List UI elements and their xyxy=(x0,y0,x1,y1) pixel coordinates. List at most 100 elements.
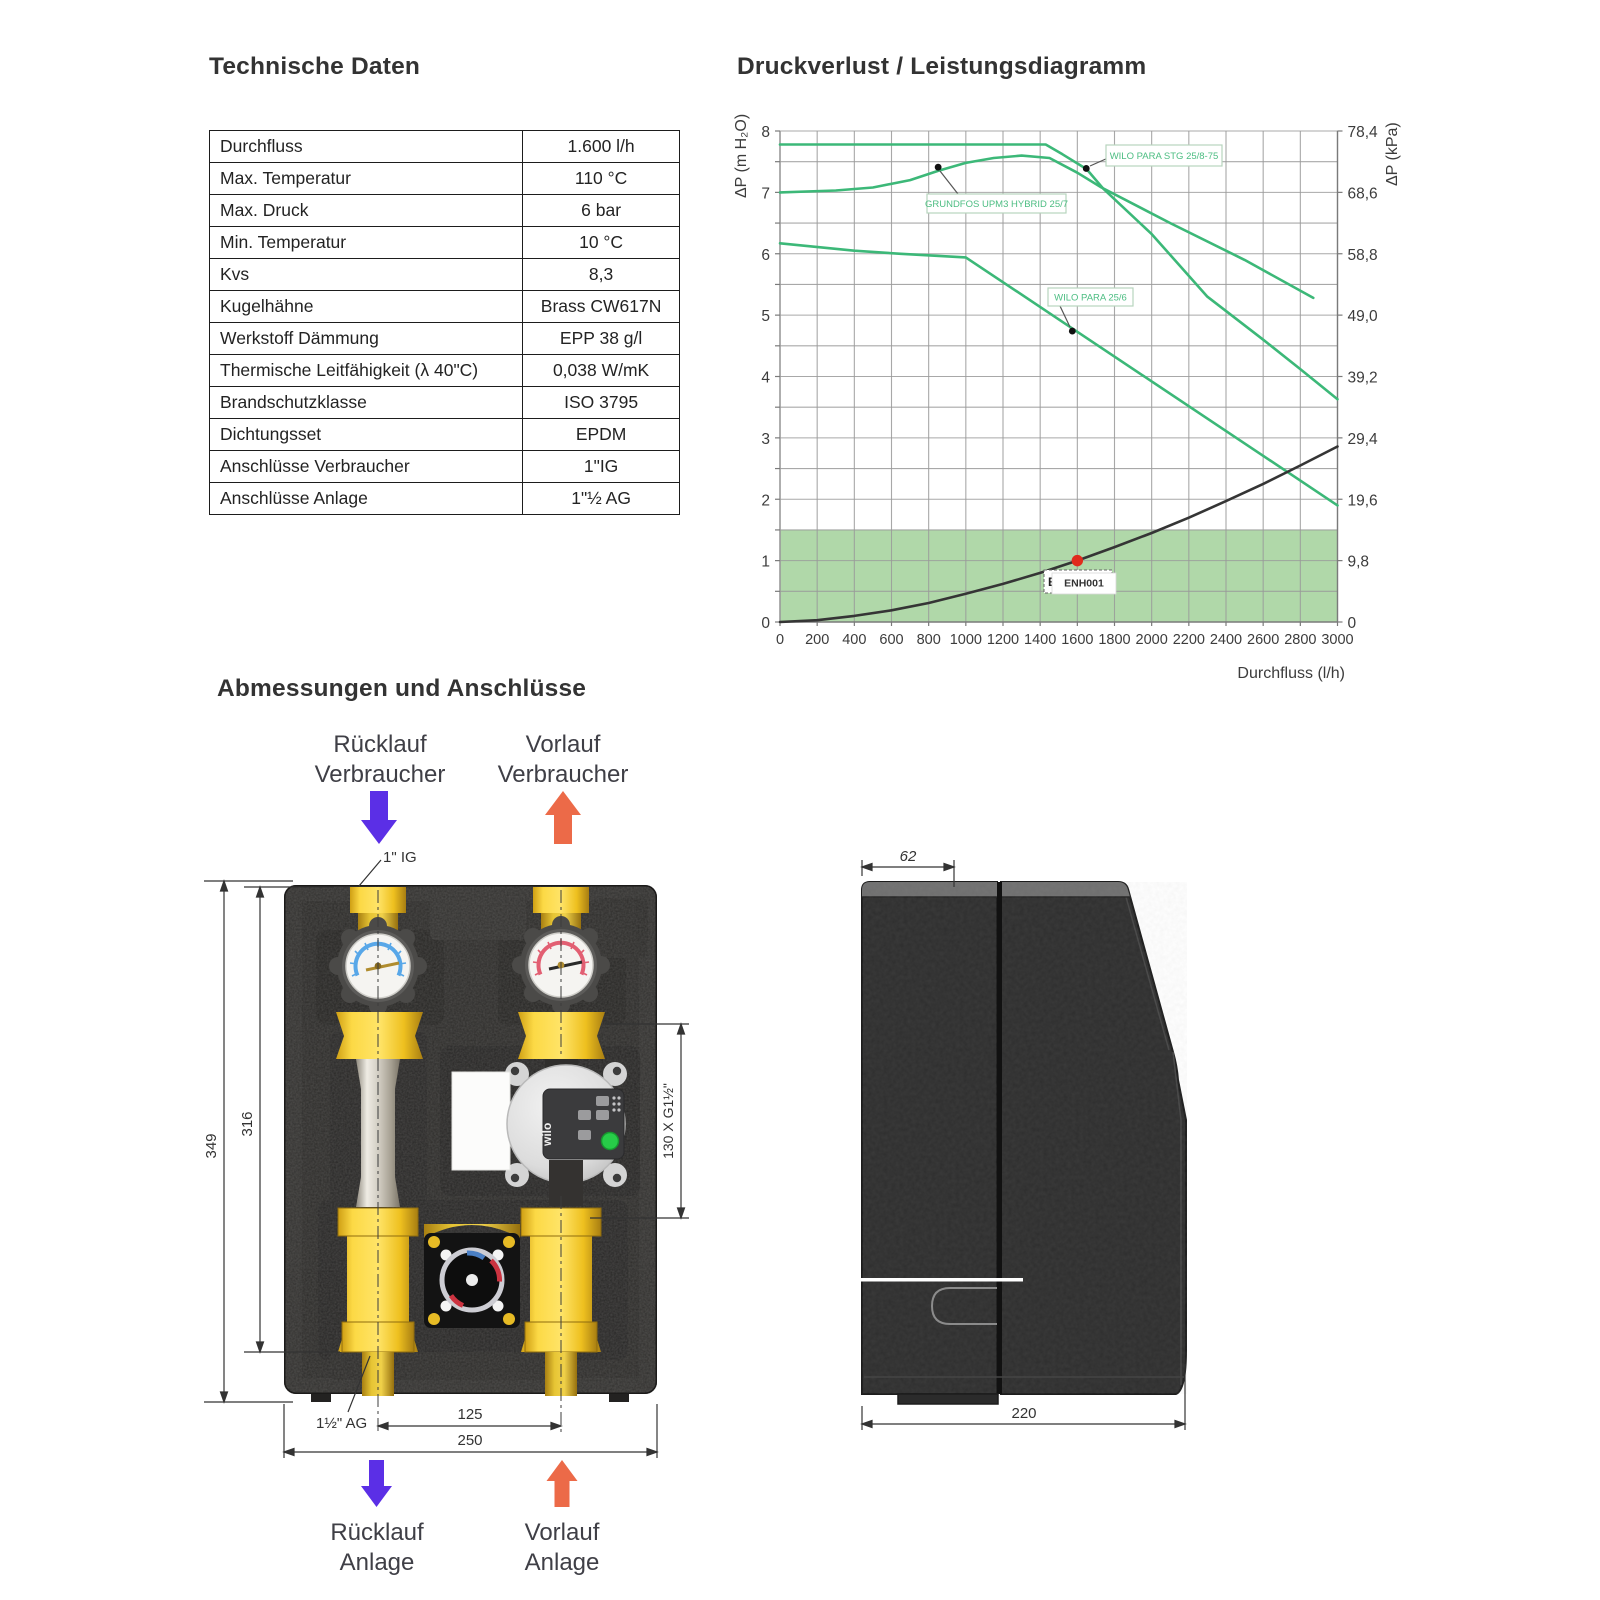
label-dot xyxy=(1082,165,1090,172)
x-tick-label: 2600 xyxy=(1247,632,1279,648)
flow-arrow-top-icon xyxy=(545,791,581,844)
x-tick-label: 800 xyxy=(917,632,941,648)
return-arrow-bottom-icon xyxy=(361,1460,392,1507)
y-tick-label-right: 29,4 xyxy=(1348,431,1379,448)
dim-depth-total: 220 xyxy=(1011,1405,1036,1422)
y-tick-label-left: 4 xyxy=(761,370,770,387)
y-tick-label-left: 3 xyxy=(761,431,770,448)
y-tick-label-right: 58,8 xyxy=(1348,247,1378,264)
y-tick-label-left: 0 xyxy=(761,615,770,632)
spec-label: Anschlüsse Verbraucher xyxy=(208,450,524,483)
conn-top-label: 1" IG xyxy=(383,849,417,866)
section-title-chart: Druckverlust / Leistungsdiagramm xyxy=(737,53,1147,80)
x-tick-label: 400 xyxy=(842,632,866,648)
label-dot xyxy=(934,163,942,171)
dim-pump-thread: 130 X G1½" xyxy=(660,1083,676,1159)
label-dot xyxy=(1068,327,1076,335)
y-tick-label-left: 6 xyxy=(761,247,770,264)
spec-label: Durchfluss xyxy=(208,130,524,163)
y-tick-label-right: 78,4 xyxy=(1348,124,1379,141)
x-tick-label: 3000 xyxy=(1321,632,1353,648)
spec-label: Dichtungsset xyxy=(208,418,524,451)
valve-scale-label xyxy=(439,1247,505,1313)
return-arrow-top-icon xyxy=(361,791,397,844)
spec-value: 0,038 W/mK xyxy=(522,354,680,387)
spec-value: EPP 38 g/l xyxy=(522,322,680,355)
curve-druckverlust xyxy=(778,445,1339,624)
spec-label: Werkstoff Dämmung xyxy=(208,322,524,355)
y-tick-label-right: 49,0 xyxy=(1348,308,1379,325)
y-tick-label-left: 2 xyxy=(761,492,770,509)
curve-wilo-para-stg-25-8-75 xyxy=(778,143,1339,401)
spec-label: Kvs xyxy=(208,258,524,291)
mixing-valve-flange xyxy=(424,1224,520,1328)
centerlines xyxy=(377,890,562,1432)
circulation-pump: wilo xyxy=(451,1062,627,1206)
section-title-dimensions: Abmessungen und Anschlüsse xyxy=(217,675,587,702)
op-label-front-box xyxy=(1051,572,1117,595)
dim-width-total: 250 xyxy=(457,1432,482,1449)
conn-bottom-label: 1½" AG xyxy=(316,1415,367,1432)
curve-label-text: WILO PARA STG 25/8-75 xyxy=(1110,151,1219,162)
x-tick-label: 2200 xyxy=(1173,632,1205,648)
table-row: Thermische Leitfähigkeit (λ 40"C)0,038 W… xyxy=(208,354,680,387)
pump-group-front-drawing: Rücklauf Verbraucher Vorlauf Verbraucher xyxy=(203,731,689,1576)
curve-wilo-para-25-6 xyxy=(778,242,1339,507)
spec-label: Thermische Leitfähigkeit (λ 40"C) xyxy=(208,354,524,387)
spec-value: 1"½ AG xyxy=(522,482,680,515)
label-vorlauf-anlage-2: Anlage xyxy=(525,1549,600,1576)
spec-label: Brandschutzklasse xyxy=(208,386,524,419)
spec-value: EPDM xyxy=(522,418,680,451)
spec-label: Max. Druck xyxy=(208,194,524,227)
pump-brand-text: wilo xyxy=(540,1123,554,1147)
x-tick-label: 1600 xyxy=(1061,632,1093,648)
front-top-labels: Rücklauf Verbraucher Vorlauf Verbraucher xyxy=(315,731,629,788)
x-tick-label: 600 xyxy=(879,632,903,648)
y-tick-label-left: 1 xyxy=(761,554,770,571)
flow-arrow-bottom-icon xyxy=(546,1460,578,1507)
housing-side-drawing: 62 220 xyxy=(858,848,1187,1430)
label-ruecklauf-anlage-2: Anlage xyxy=(340,1549,415,1576)
y-tick-label-left: 5 xyxy=(761,308,770,325)
spec-label: Min. Temperatur xyxy=(208,226,524,259)
x-tick-label: 1000 xyxy=(950,632,982,648)
pump-label-sticker xyxy=(451,1071,511,1171)
x-tick-label: 0 xyxy=(776,632,784,648)
dim-pitch: 125 xyxy=(457,1406,482,1423)
curve-label-box xyxy=(926,193,1067,214)
spec-value: Brass CW617N xyxy=(522,290,680,323)
y-axis-title-left: ΔP (m H₂O) xyxy=(733,114,750,198)
spec-value: 1.600 l/h xyxy=(522,130,680,163)
curve-label-box xyxy=(1105,144,1223,167)
handle-notch xyxy=(930,1287,997,1325)
x-tick-label: 200 xyxy=(805,632,829,648)
x-tick-label: 2000 xyxy=(1136,632,1168,648)
label-ruecklauf-verbraucher-2: Verbraucher xyxy=(315,761,446,788)
label-vorlauf-anlage-1: Vorlauf xyxy=(525,1519,600,1546)
label-ruecklauf-anlage-1: Rücklauf xyxy=(330,1519,424,1546)
y-axis-title-right: ΔP (kPa) xyxy=(1384,122,1401,186)
y-tick-label-right: 39,2 xyxy=(1348,370,1378,387)
y-tick-label-right: 19,6 xyxy=(1348,492,1378,509)
curve-grundfos-upm3-hybrid-25-7 xyxy=(778,154,1315,300)
x-tick-label: 1200 xyxy=(987,632,1019,648)
spec-label: Kugelhähne xyxy=(208,290,524,323)
label-connector xyxy=(1059,305,1071,328)
label-ruecklauf-verbraucher-1: Rücklauf xyxy=(333,731,427,758)
section-title-technical-data: Technische Daten xyxy=(209,53,421,80)
y-tick-label-left: 8 xyxy=(761,124,770,141)
curve-label-text: GRUNDFOS UPM3 HYBRID 25/7 xyxy=(925,199,1068,210)
label-connector xyxy=(939,170,959,195)
